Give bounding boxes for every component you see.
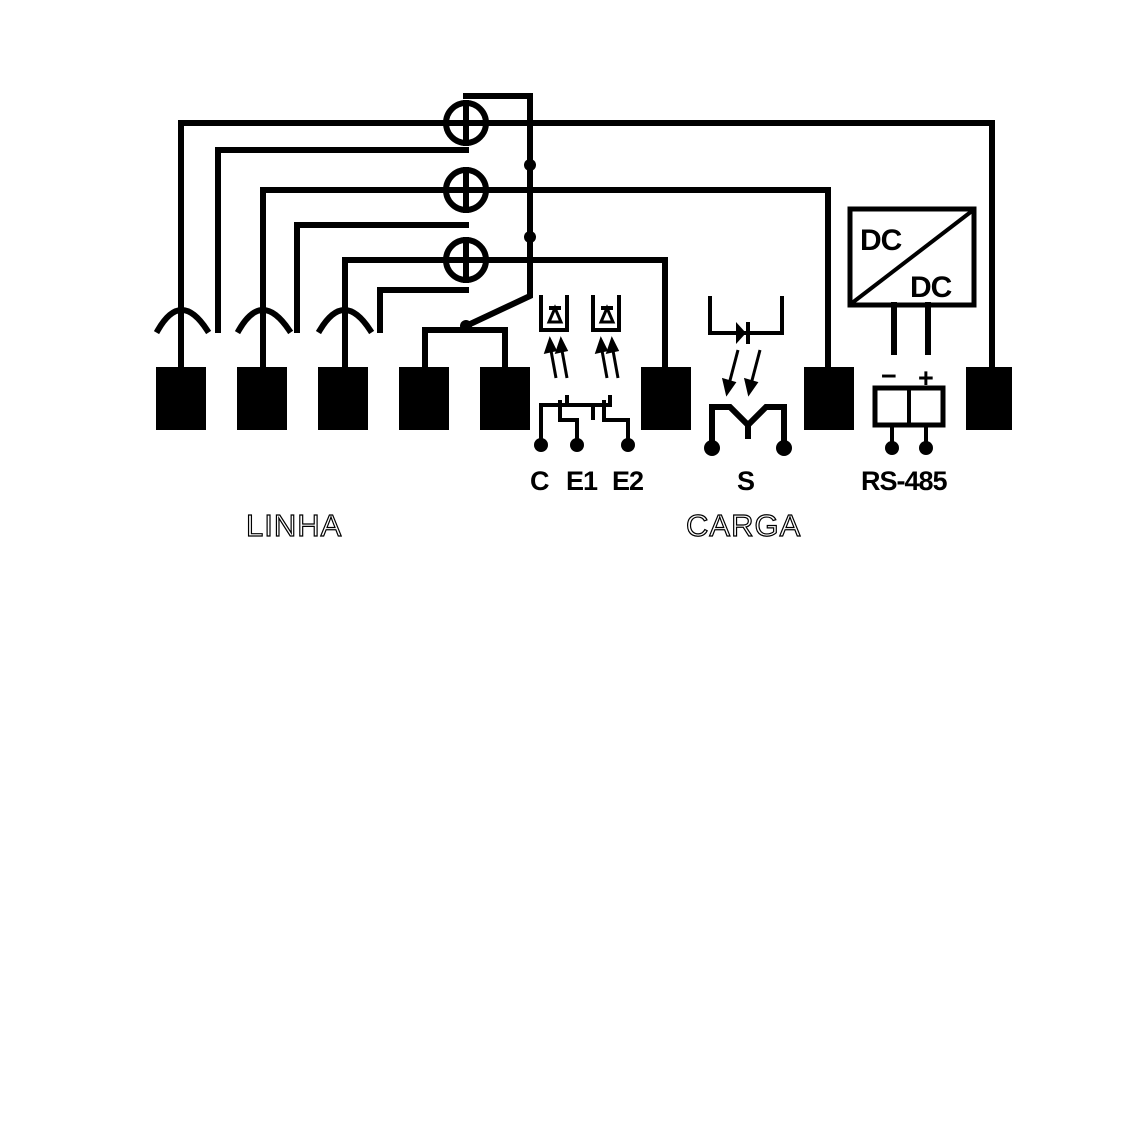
wire-ct1-return bbox=[215, 147, 469, 333]
pin-e2 bbox=[621, 438, 635, 452]
terminal-3 bbox=[318, 367, 368, 430]
wire-terminal3-terminal6 bbox=[342, 257, 668, 370]
label-carga: CARGA bbox=[686, 508, 801, 543]
rs485-pin-b bbox=[919, 441, 933, 455]
rs485-connector bbox=[872, 385, 946, 455]
coil-2 bbox=[443, 167, 489, 213]
relay-output bbox=[704, 296, 792, 456]
label-c: C bbox=[530, 466, 549, 496]
label-rs485: RS-485 bbox=[861, 466, 948, 496]
dc-bottom-label: DC bbox=[910, 271, 952, 304]
junction-dot bbox=[524, 159, 536, 171]
pin-s2 bbox=[776, 440, 792, 456]
wire-ct2-return bbox=[294, 222, 469, 333]
terminal-7 bbox=[804, 367, 854, 430]
label-linha: LINHA bbox=[246, 508, 342, 543]
transistor-2 bbox=[591, 395, 612, 420]
main-wiring bbox=[178, 93, 995, 370]
wire-outer-loop bbox=[178, 120, 995, 370]
junction-dot bbox=[460, 320, 472, 332]
led-bracket-1 bbox=[539, 295, 569, 332]
terminal-6 bbox=[641, 367, 691, 430]
wire-terminal2-terminal7 bbox=[260, 187, 831, 370]
label-e2: E2 bbox=[612, 466, 643, 496]
pin-s1 bbox=[704, 440, 720, 456]
terminal-8 bbox=[966, 367, 1012, 430]
labels: C E1 E2 S RS-485 LINHA CARGA bbox=[245, 466, 948, 544]
led-bracket-2 bbox=[591, 295, 621, 332]
pin-c bbox=[534, 438, 548, 452]
junction-dots bbox=[460, 159, 536, 332]
terminal-2 bbox=[237, 367, 287, 430]
coil-3 bbox=[443, 237, 489, 283]
dc-top-label: DC bbox=[860, 224, 902, 257]
relay-light-arrows bbox=[721, 349, 762, 397]
dc-dc-converter: DC DC − + bbox=[847, 206, 977, 393]
transistor-2-emitter bbox=[602, 400, 630, 445]
pulse-outputs bbox=[534, 295, 635, 452]
transistor-1-emitter bbox=[558, 400, 579, 445]
wire-common-bus bbox=[462, 93, 533, 330]
minus-label: − bbox=[881, 361, 896, 391]
terminal-4 bbox=[399, 367, 449, 430]
rs485-pin-a bbox=[885, 441, 899, 455]
coil-1 bbox=[443, 100, 489, 146]
terminal-5 bbox=[480, 367, 530, 430]
label-s: S bbox=[737, 466, 754, 496]
terminal-blocks bbox=[156, 367, 1012, 430]
voltage-coils bbox=[443, 100, 489, 283]
label-e1: E1 bbox=[566, 466, 598, 496]
wire-terminal4-terminal5 bbox=[422, 327, 508, 370]
junction-dot bbox=[524, 231, 536, 243]
wire-ct3-return bbox=[377, 287, 469, 333]
terminal-1 bbox=[156, 367, 206, 430]
light-arrows bbox=[543, 336, 620, 379]
pin-e1 bbox=[570, 438, 584, 452]
